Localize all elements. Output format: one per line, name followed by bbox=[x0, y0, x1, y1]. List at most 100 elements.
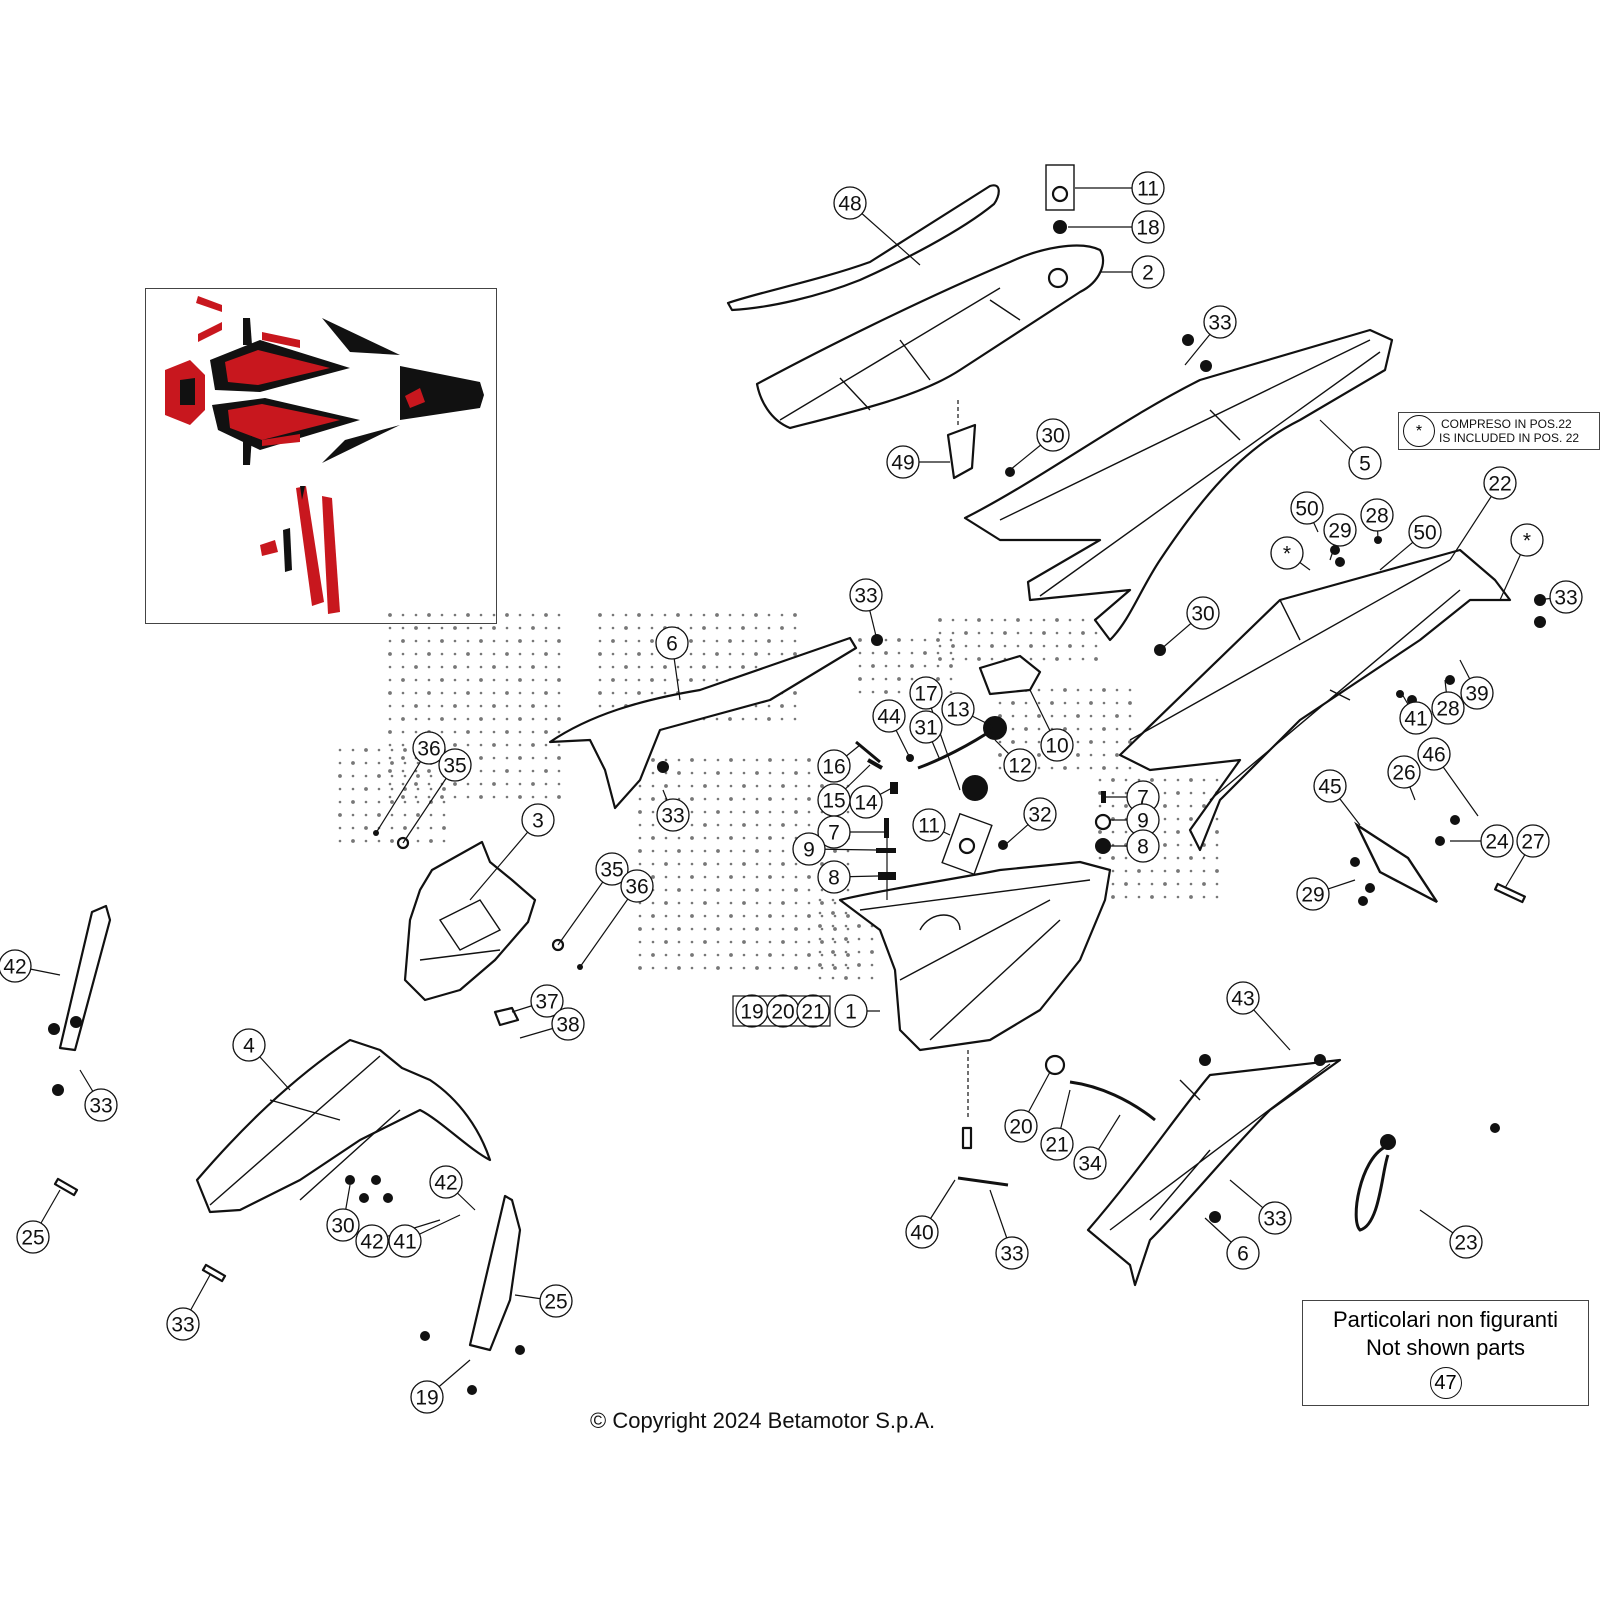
callout-33[interactable]: 33 bbox=[166, 1307, 200, 1341]
side-panel-right[interactable] bbox=[1086, 1058, 1342, 1287]
callout-16[interactable]: 16 bbox=[817, 749, 851, 783]
screw-7b[interactable] bbox=[1101, 791, 1106, 803]
callout-45[interactable]: 45 bbox=[1313, 769, 1347, 803]
callout-3[interactable]: 3 bbox=[521, 803, 555, 837]
callout-29[interactable]: 29 bbox=[1323, 513, 1357, 547]
screw-32[interactable] bbox=[998, 840, 1008, 850]
fuel-tap-19[interactable] bbox=[1044, 1054, 1066, 1076]
callout-28[interactable]: 28 bbox=[1431, 691, 1465, 725]
fuel-cap-17[interactable] bbox=[962, 775, 988, 801]
callout-11[interactable]: 11 bbox=[912, 808, 946, 842]
callout-13[interactable]: 13 bbox=[941, 692, 975, 726]
front-fender[interactable] bbox=[195, 1038, 492, 1214]
callout-4[interactable]: 4 bbox=[232, 1028, 266, 1062]
fuel-pump-flange[interactable] bbox=[978, 654, 1042, 696]
seat-tool-bag[interactable] bbox=[946, 423, 977, 480]
fastener-11b[interactable] bbox=[958, 837, 976, 855]
callout-36[interactable]: 36 bbox=[620, 869, 654, 903]
bracket-14[interactable] bbox=[890, 782, 898, 794]
callout-33[interactable]: 33 bbox=[1258, 1201, 1292, 1235]
callout-47[interactable]: 47 bbox=[1429, 1367, 1462, 1399]
callout-29[interactable]: 29 bbox=[1296, 877, 1330, 911]
screw-7[interactable] bbox=[884, 818, 889, 838]
callout-33[interactable]: 33 bbox=[1549, 580, 1583, 614]
callout-5[interactable]: 5 bbox=[1348, 446, 1382, 480]
rear-subframe[interactable] bbox=[1118, 548, 1512, 852]
callout-included-in-22[interactable]: * bbox=[1270, 536, 1304, 570]
headlight-mask[interactable] bbox=[403, 840, 537, 1002]
callout-41[interactable]: 41 bbox=[388, 1224, 422, 1258]
callout-19[interactable]: 19 bbox=[735, 994, 769, 1028]
callout-25[interactable]: 25 bbox=[539, 1284, 573, 1318]
callout-36[interactable]: 36 bbox=[412, 731, 446, 765]
callout-1[interactable]: 1 bbox=[834, 994, 868, 1028]
callout-33[interactable]: 33 bbox=[656, 798, 690, 832]
callout-11[interactable]: 11 bbox=[1131, 171, 1165, 205]
fuel-hose-43[interactable] bbox=[1354, 1145, 1390, 1232]
fuel-tank[interactable] bbox=[838, 860, 1112, 1052]
callout-42[interactable]: 42 bbox=[0, 949, 32, 983]
callout-30[interactable]: 30 bbox=[326, 1208, 360, 1242]
bushing-8b[interactable] bbox=[1095, 838, 1111, 854]
callout-31[interactable]: 31 bbox=[909, 710, 943, 744]
washer-9[interactable] bbox=[876, 848, 896, 853]
seat-cover[interactable] bbox=[726, 184, 1000, 312]
callout-33[interactable]: 33 bbox=[849, 578, 883, 612]
callout-6[interactable]: 6 bbox=[1226, 1236, 1260, 1270]
callout-33[interactable]: 33 bbox=[995, 1236, 1029, 1270]
reflector-24[interactable] bbox=[1494, 882, 1526, 904]
callout-2[interactable]: 2 bbox=[1131, 255, 1165, 289]
callout-46[interactable]: 46 bbox=[1417, 737, 1451, 771]
fuel-line-21[interactable] bbox=[1069, 1080, 1156, 1122]
rear-fender[interactable] bbox=[963, 328, 1394, 642]
callout-41[interactable]: 41 bbox=[1399, 701, 1433, 735]
callout-30[interactable]: 30 bbox=[1036, 418, 1070, 452]
callout-15[interactable]: 15 bbox=[817, 783, 851, 817]
callout-included-in-22[interactable]: * bbox=[1510, 523, 1544, 557]
side-panel-left[interactable] bbox=[548, 636, 858, 810]
fork-guard-right[interactable] bbox=[468, 1194, 522, 1352]
callout-8[interactable]: 8 bbox=[1126, 829, 1160, 863]
reflector-25a[interactable] bbox=[53, 1177, 79, 1197]
callout-17[interactable]: 17 bbox=[909, 676, 943, 710]
callout-49[interactable]: 49 bbox=[886, 445, 920, 479]
callout-7[interactable]: 7 bbox=[817, 815, 851, 849]
callout-21[interactable]: 21 bbox=[1040, 1127, 1074, 1161]
callout-39[interactable]: 39 bbox=[1460, 676, 1494, 710]
plug-37[interactable] bbox=[493, 1006, 520, 1027]
callout-38[interactable]: 38 bbox=[551, 1007, 585, 1041]
callout-50[interactable]: 50 bbox=[1290, 491, 1324, 525]
callout-23[interactable]: 23 bbox=[1449, 1225, 1483, 1259]
callout-35[interactable]: 35 bbox=[438, 748, 472, 782]
callout-21[interactable]: 21 bbox=[796, 994, 830, 1028]
callout-25[interactable]: 25 bbox=[16, 1220, 50, 1254]
callout-37[interactable]: 37 bbox=[530, 984, 564, 1018]
callout-35[interactable]: 35 bbox=[595, 852, 629, 886]
clip-15[interactable] bbox=[867, 758, 883, 770]
callout-42[interactable]: 42 bbox=[429, 1165, 463, 1199]
callout-22[interactable]: 22 bbox=[1483, 466, 1517, 500]
callout-48[interactable]: 48 bbox=[833, 186, 867, 220]
callout-9[interactable]: 9 bbox=[792, 832, 826, 866]
callout-10[interactable]: 10 bbox=[1040, 728, 1074, 762]
callout-26[interactable]: 26 bbox=[1387, 755, 1421, 789]
callout-33[interactable]: 33 bbox=[1203, 305, 1237, 339]
callout-14[interactable]: 14 bbox=[849, 785, 883, 819]
callout-20[interactable]: 20 bbox=[1004, 1109, 1038, 1143]
callout-6[interactable]: 6 bbox=[655, 626, 689, 660]
callout-27[interactable]: 27 bbox=[1516, 824, 1550, 858]
callout-33[interactable]: 33 bbox=[84, 1088, 118, 1122]
callout-18[interactable]: 18 bbox=[1131, 210, 1165, 244]
washer-18[interactable] bbox=[1053, 220, 1067, 234]
drain-bracket[interactable] bbox=[957, 1176, 1009, 1187]
fuel-hose-31[interactable] bbox=[917, 726, 996, 770]
callout-34[interactable]: 34 bbox=[1073, 1146, 1107, 1180]
callout-43[interactable]: 43 bbox=[1226, 981, 1260, 1015]
reflector-25b[interactable] bbox=[201, 1263, 227, 1283]
drain-tube-34[interactable] bbox=[961, 1126, 973, 1150]
number-plate-holder[interactable] bbox=[1354, 821, 1439, 904]
callout-28[interactable]: 28 bbox=[1360, 498, 1394, 532]
callout-50[interactable]: 50 bbox=[1408, 515, 1442, 549]
callout-20[interactable]: 20 bbox=[766, 994, 800, 1028]
fork-guard-left[interactable] bbox=[58, 904, 112, 1052]
